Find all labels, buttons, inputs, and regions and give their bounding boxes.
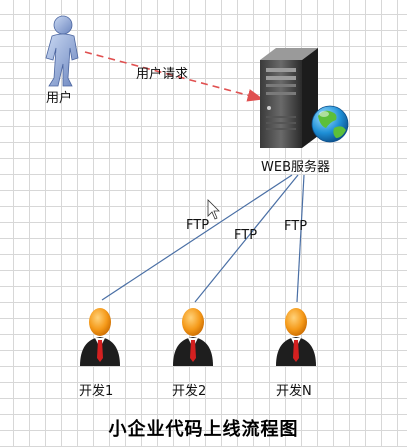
user-icon — [45, 15, 79, 87]
developer-icon — [80, 308, 120, 366]
ftp-edge-2-label: FTP — [234, 228, 258, 243]
ftp-edge-3-label: FTP — [284, 219, 308, 234]
request-edge-label: 用户请求 — [136, 67, 189, 82]
ftp-edge-3 — [296, 174, 305, 303]
ftp-edge-2 — [194, 174, 299, 303]
developer-icon — [173, 308, 213, 366]
ftp-edge-1-label: FTP — [186, 218, 210, 233]
cursor-icon — [207, 199, 220, 220]
developer-1-label: 开发1 — [79, 384, 114, 399]
developer-2-label: 开发2 — [172, 384, 207, 399]
developer-icon — [276, 308, 316, 366]
web-server-label: WEB服务器 — [261, 160, 330, 175]
server-icon — [260, 48, 318, 148]
request-edge — [84, 51, 264, 102]
user-label: 用户 — [46, 91, 73, 106]
ftp-edge-1 — [101, 174, 293, 301]
diagram-title: 小企业代码上线流程图 — [108, 419, 299, 440]
globe-icon — [311, 105, 349, 143]
developer-n-label: 开发N — [276, 384, 312, 399]
